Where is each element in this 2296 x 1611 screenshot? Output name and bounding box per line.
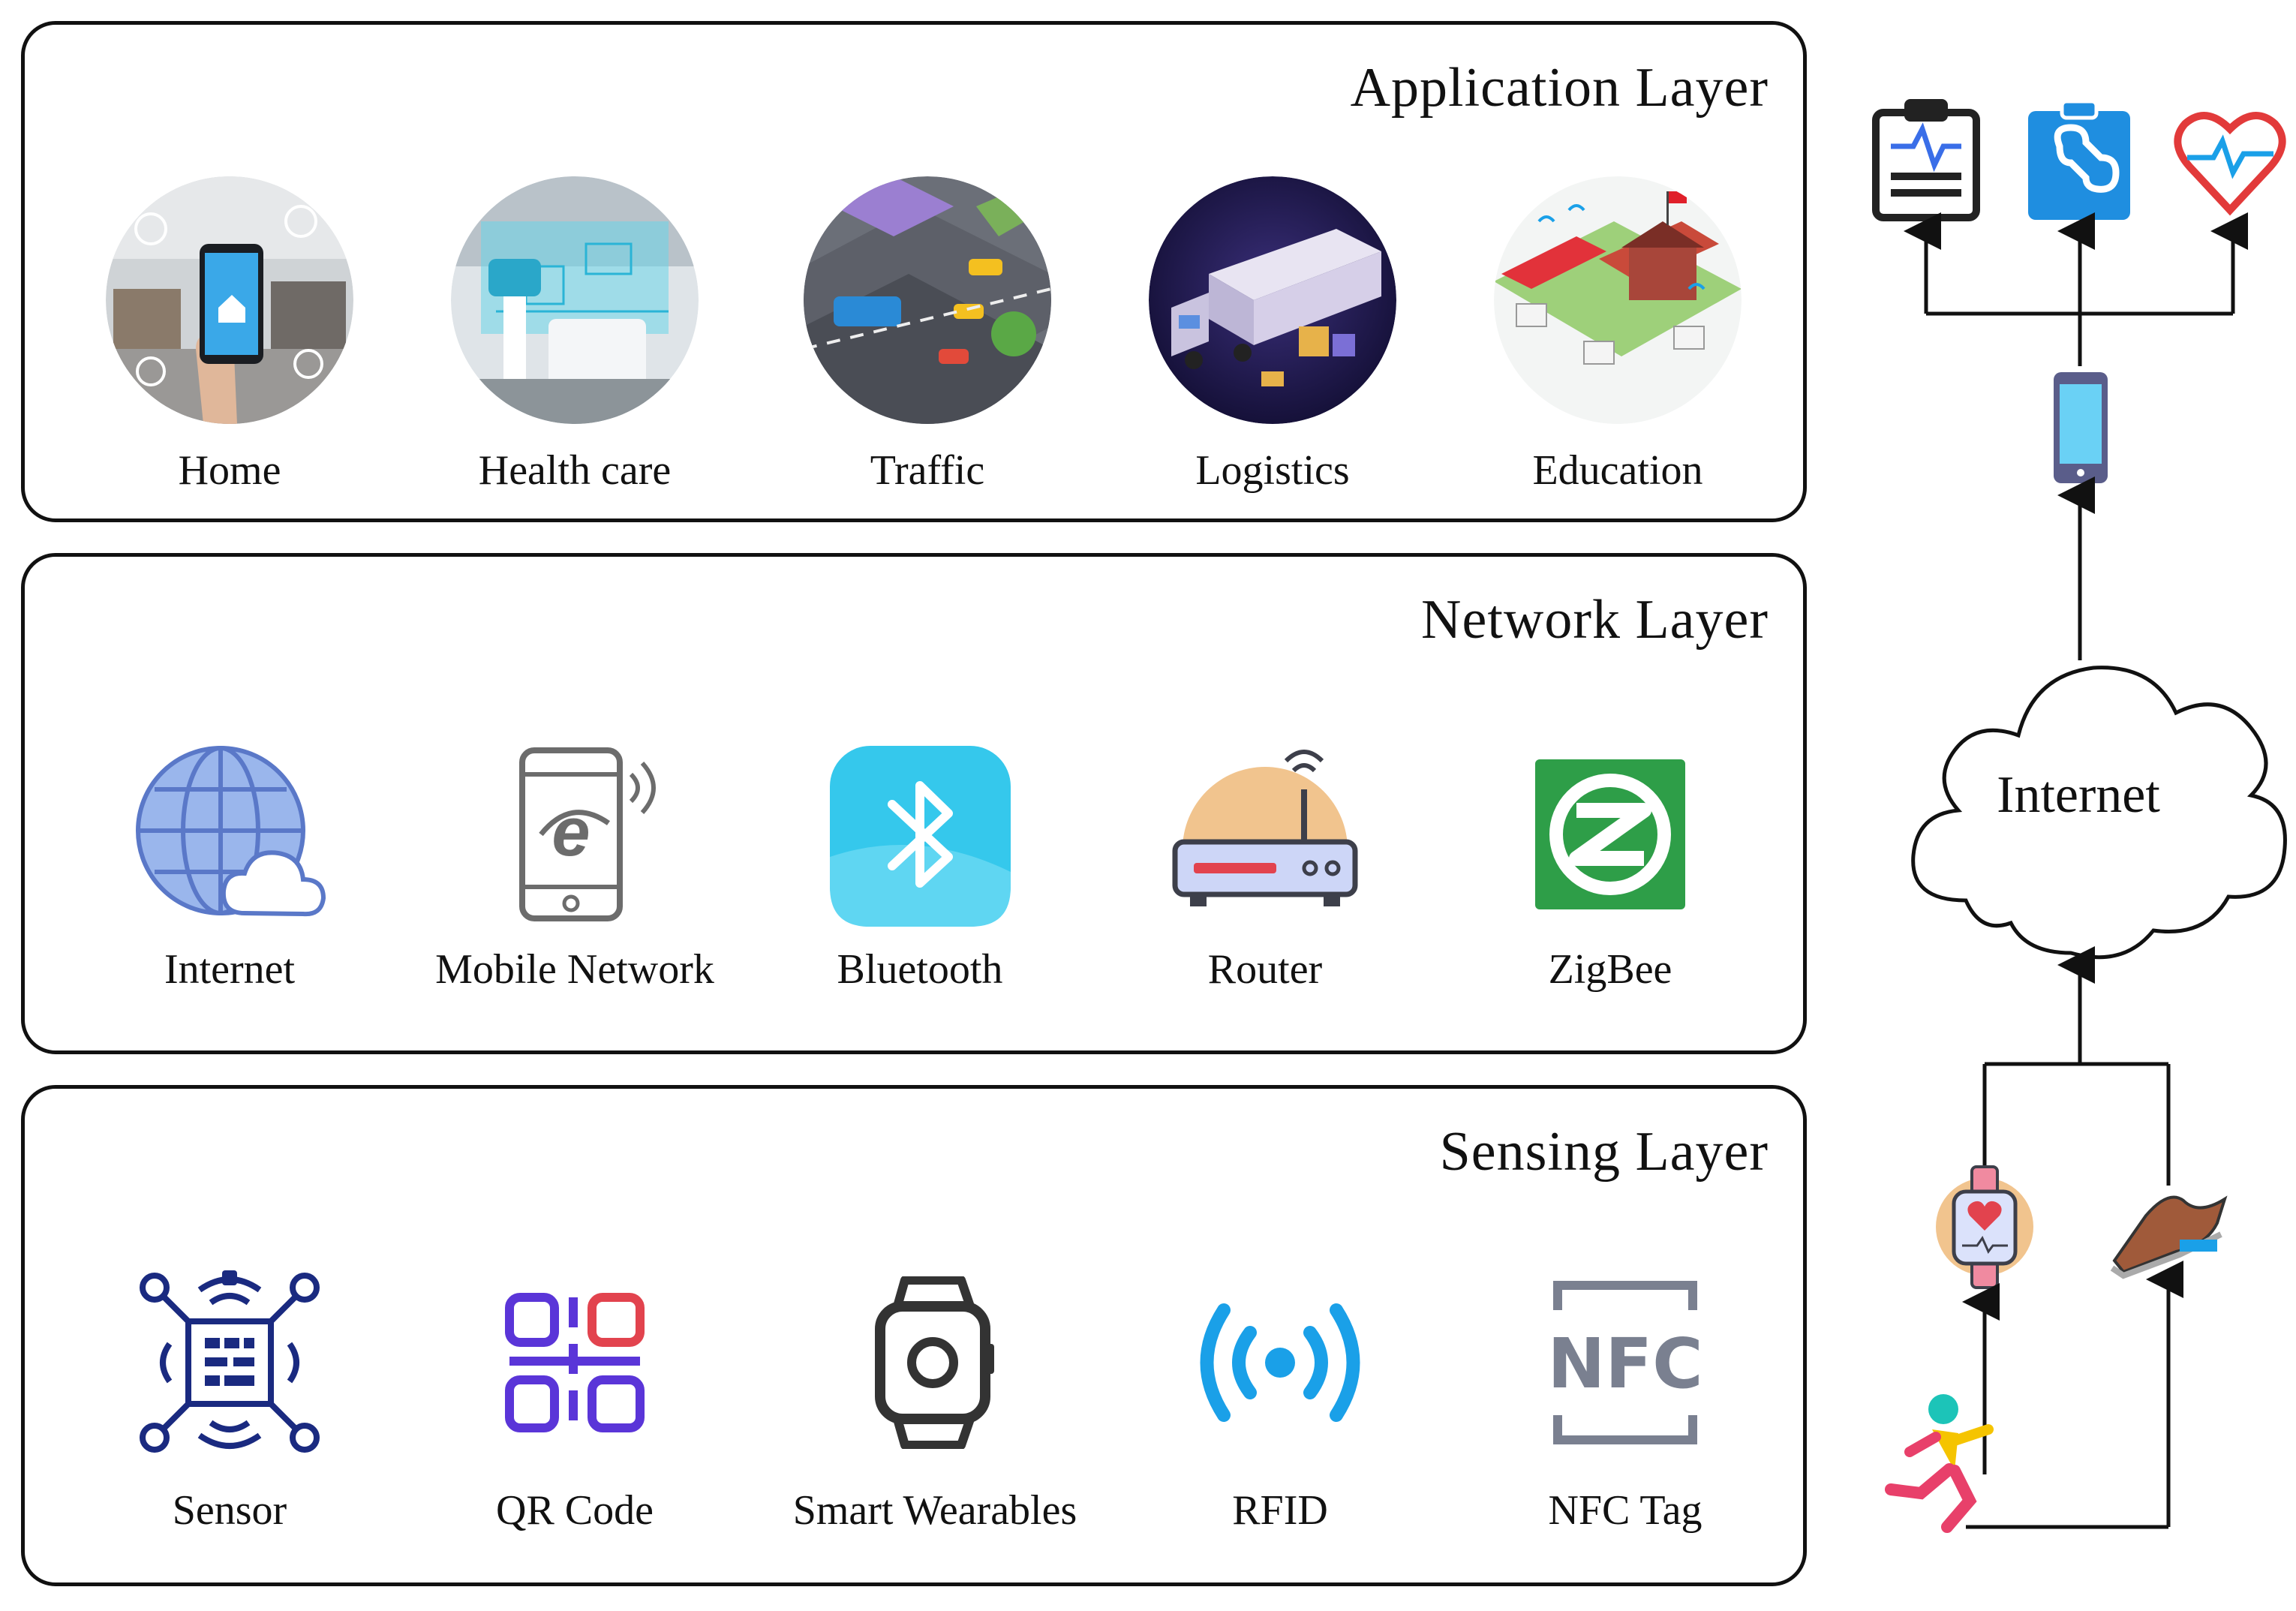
- sense-label-sensor: Sensor: [172, 1487, 287, 1534]
- sense-item-rfid: RFID: [1115, 1284, 1445, 1534]
- svg-text:NFC: NFC: [1547, 1324, 1702, 1404]
- smartwatch-heart-icon: [1936, 1165, 2033, 1289]
- app-label-logistics: Logistics: [1195, 447, 1350, 494]
- runner-icon: [1885, 1394, 1994, 1533]
- logistics-truck-photo: [1149, 176, 1396, 424]
- application-layer-title: Application Layer: [1350, 57, 1769, 119]
- heart-rate-icon: [2174, 112, 2286, 216]
- net-label-zigbee: ZigBee: [1548, 946, 1672, 993]
- mobile-browser-icon: e: [519, 747, 656, 921]
- sensing-layer: Sensing Layer Sensor: [21, 1085, 1807, 1586]
- nfc-tag-icon: NFC: [1547, 1281, 1703, 1444]
- campus-education-photo: [1494, 176, 1742, 424]
- network-layer: Network Layer Internet e Mobile Network: [21, 553, 1807, 1054]
- sensing-layer-title: Sensing Layer: [1439, 1121, 1769, 1183]
- net-label-bluetooth: Bluetooth: [837, 946, 1003, 993]
- zigbee-icon: [1535, 759, 1685, 909]
- app-item-education: Education: [1453, 176, 1783, 494]
- clipboard-report-icon: [1872, 99, 1980, 221]
- app-label-traffic: Traffic: [870, 447, 985, 494]
- net-item-bluetooth: Bluetooth: [755, 744, 1085, 993]
- app-label-education: Education: [1532, 447, 1703, 494]
- sense-label-qr-code: QR Code: [496, 1487, 654, 1534]
- rfid-signal-icon: [1200, 1303, 1360, 1422]
- medical-record-icon: [2028, 99, 2130, 220]
- bluetooth-icon: [829, 746, 1011, 927]
- qr-code-icon: [505, 1293, 645, 1432]
- sense-item-nfc-tag: NFC NFC Tag: [1460, 1276, 1790, 1534]
- internet-cloud: [1911, 666, 2287, 960]
- app-label-health-care: Health care: [478, 447, 672, 494]
- app-label-home: Home: [178, 447, 281, 494]
- sense-label-rfid: RFID: [1232, 1487, 1328, 1534]
- sense-item-sensor: Sensor: [65, 1269, 395, 1534]
- sense-label-smart-wearables: Smart Wearables: [792, 1487, 1077, 1534]
- network-layer-title: Network Layer: [1421, 589, 1769, 651]
- app-item-home: Home: [65, 176, 395, 494]
- globe-cloud-icon: [136, 746, 326, 917]
- net-item-internet: Internet: [65, 744, 395, 993]
- smart-shoe-icon: [2110, 1195, 2228, 1279]
- smartwatch-icon: [875, 1276, 994, 1449]
- app-item-logistics: Logistics: [1107, 176, 1438, 494]
- net-item-router: Router: [1100, 744, 1430, 993]
- net-label-mobile-network: Mobile Network: [435, 946, 714, 993]
- net-item-zigbee: ZigBee: [1445, 744, 1775, 993]
- cloud-internet-label: Internet: [1997, 766, 2160, 824]
- app-item-traffic: Traffic: [762, 176, 1092, 494]
- sense-item-smart-wearables: Smart Wearables: [770, 1276, 1100, 1534]
- net-label-router: Router: [1207, 946, 1323, 993]
- sense-item-qr-code: QR Code: [410, 1276, 740, 1534]
- sensor-chip-icon: [140, 1270, 320, 1453]
- svg-text:e: e: [551, 794, 590, 870]
- smartphone-icon: [2054, 372, 2108, 483]
- sense-label-nfc-tag: NFC Tag: [1548, 1487, 1702, 1534]
- net-item-mobile-network: e Mobile Network: [410, 744, 740, 993]
- net-label-internet: Internet: [164, 946, 296, 993]
- router-icon: [1172, 750, 1358, 906]
- application-layer: Application Layer Home: [21, 21, 1807, 522]
- app-item-health-care: Health care: [410, 176, 740, 494]
